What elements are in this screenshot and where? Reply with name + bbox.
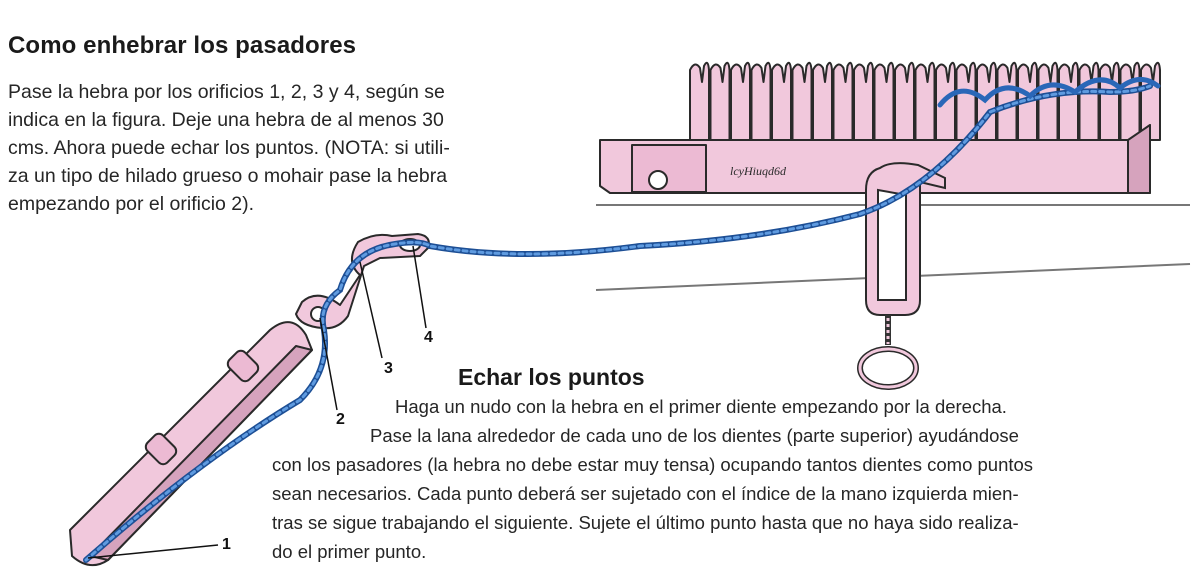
- loom-tooth: [1119, 61, 1141, 141]
- section2-line: Pase la lana alrededor de cada uno de lo…: [370, 425, 1019, 446]
- loom-tooth: [996, 61, 1018, 141]
- section2-title: Echar los puntos: [458, 364, 645, 390]
- section1-paragraph: Pase la hebra por los orificios 1, 2, 3 …: [8, 78, 568, 218]
- section2-line: tras se sigue trabajando el siguiente. S…: [272, 512, 1019, 533]
- loom-tooth: [873, 61, 895, 141]
- section1-line: indica en la figura. Deje una hebra de a…: [8, 109, 444, 131]
- loom-tooth: [894, 61, 915, 141]
- loom-tooth: [1099, 61, 1120, 141]
- loom-tooth: [1037, 61, 1059, 141]
- loom-tooth: [709, 61, 731, 141]
- label-2: 2: [336, 411, 345, 428]
- section1-title: Como enhebrar los pasadores: [8, 32, 357, 59]
- loom-tooth: [771, 61, 792, 141]
- loom-tooth: [750, 61, 772, 141]
- label-leader-lines: [87, 245, 427, 559]
- loom-tooth: [832, 61, 854, 141]
- loom-tooth: [853, 61, 874, 141]
- loom-bar: lcyHiuqd6d: [599, 61, 1161, 194]
- section2-line: con los pasadores (la hebra no debe esta…: [272, 454, 1034, 475]
- label-1: 1: [222, 536, 231, 553]
- section2-line: do el primer punto.: [272, 541, 427, 562]
- section1-line: za un tipo de hilado grueso o mohair pas…: [8, 165, 448, 187]
- section2-line: Haga un nudo con la hebra en el primer d…: [395, 396, 1007, 417]
- label-4: 4: [424, 329, 433, 346]
- loom-tooth: [1058, 61, 1079, 141]
- section1-line: cms. Ahora puede echar los puntos. (NOTA…: [8, 137, 450, 159]
- section1-line: empezando por el orificio 2).: [8, 193, 255, 215]
- loom-tooth: [791, 61, 813, 141]
- svg-text:lcyHiuqd6d: lcyHiuqd6d: [730, 164, 787, 178]
- label-3: 3: [384, 360, 393, 377]
- loom-tooth: [1078, 61, 1100, 141]
- bleed-through-text: [2, 258, 562, 275]
- loom-tooth: [689, 61, 710, 141]
- loom-tooth: [955, 61, 977, 141]
- loom-tooth: [812, 61, 833, 141]
- loom-tooth: [914, 61, 936, 141]
- section1-line: Pase la hebra por los orificios 1, 2, 3 …: [8, 81, 445, 103]
- loom-tooth: [730, 61, 751, 141]
- yarn-strand: [83, 77, 1161, 563]
- section2-line: sean necesarios. Cada punto deberá ser s…: [272, 483, 1019, 504]
